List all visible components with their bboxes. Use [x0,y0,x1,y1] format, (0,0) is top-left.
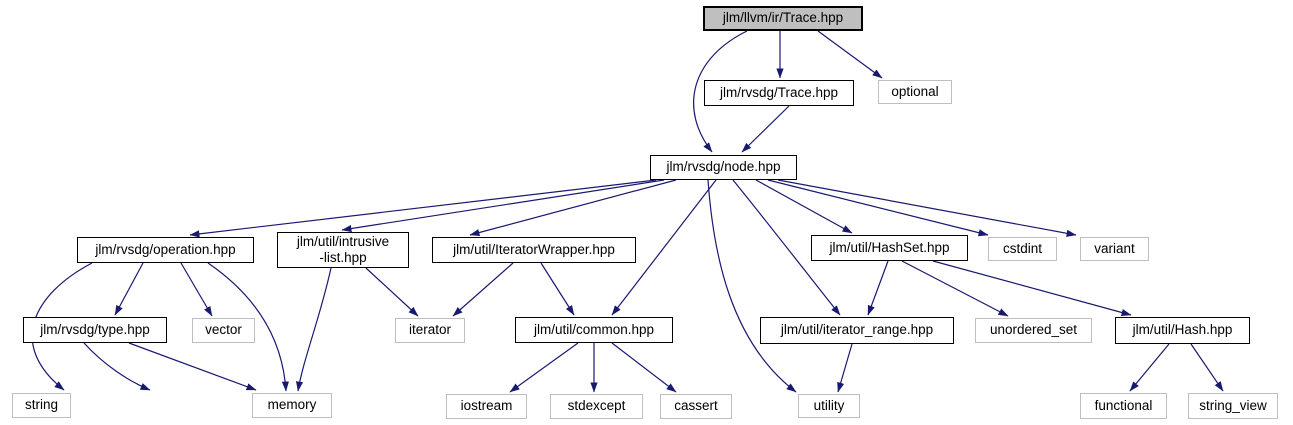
edge-node-to-common [611,179,717,316]
edge-node-to-utility [707,179,797,393]
graph-node-unordered-set: unordered_set [975,318,1092,343]
graph-node-cassert: cassert [660,394,732,419]
graph-node-jlm-rvsdg-operation-hpp[interactable]: jlm/rvsdg/operation.hpp [77,237,254,263]
edge-intrusive-list-to-memory [295,267,332,392]
graph-node-jlm-rvsdg-trace-hpp[interactable]: jlm/rvsdg/Trace.hpp [704,80,854,106]
edge-type-to-memory [128,342,257,391]
graph-node-string-view: string_view [1188,393,1278,419]
edge-operation-to-type [114,262,144,316]
edge-trace-llvm-to-optional [817,30,883,79]
edge-intrusive-list-to-iterator [365,267,419,317]
edge-hashset-to-iterator-range [867,260,889,316]
graph-node-jlm-util-intrusive-list-hpp[interactable]: jlm/util/intrusive -list.hpp [277,232,409,268]
edge-hashset-to-unordered-set [901,260,1009,317]
graph-node-jlm-util-hashset-hpp[interactable]: jlm/util/HashSet.hpp [811,235,968,261]
graph-node-jlm-rvsdg-node-hpp[interactable]: jlm/rvsdg/node.hpp [650,155,797,180]
edge-node-to-iterator-wrapper [469,179,677,237]
graph-node-cstdint: cstdint [988,237,1057,261]
edge-iterator-range-to-utility [837,343,853,393]
graph-node-jlm-rvsdg-type-hpp[interactable]: jlm/rvsdg/type.hpp [23,317,167,343]
graph-node-vector: vector [192,318,255,343]
edge-node-to-intrusive-list [341,179,665,233]
edge-node-to-cstdint [767,179,989,237]
graph-node-iostream: iostream [446,394,527,419]
edge-hashset-to-hash [932,260,1132,316]
graph-node-iterator: iterator [395,318,465,343]
graph-node-jlm-util-hash-hpp[interactable]: jlm/util/Hash.hpp [1115,317,1250,344]
edge-iterator-wrapper-to-iterator [452,262,514,317]
edge-node-to-variant [777,179,1077,237]
edge-iterator-wrapper-to-common [540,262,575,316]
edge-common-to-iostream [509,342,579,393]
graph-node-stdexcept: stdexcept [550,394,643,419]
edge-type-to-string [83,342,151,391]
graph-node-jlm-util-common-hpp[interactable]: jlm/util/common.hpp [515,317,673,343]
graph-node-utility: utility [798,394,860,418]
edge-hash-to-functional [1129,343,1170,392]
graph-node-memory: memory [252,393,332,418]
graph-node-string: string [12,393,71,418]
edge-trace-llvm-to-node [693,30,748,153]
graph-node-optional: optional [878,80,952,104]
edge-node-to-hashset [755,179,853,234]
edge-common-to-cassert [611,342,677,393]
graph-node-functional: functional [1080,393,1167,419]
graph-node-variant: variant [1080,237,1149,261]
graph-node-jlm-util-iteratorwrapper-hpp[interactable]: jlm/util/IteratorWrapper.hpp [432,237,636,263]
graph-node-jlm-llvm-ir-trace-hpp: jlm/llvm/ir/Trace.hpp [703,6,863,31]
edge-operation-to-vector [180,262,213,317]
edge-hash-to-string-view [1190,343,1224,392]
edge-node-to-iterator-range [732,179,841,316]
edge-node-to-operation [189,179,657,238]
edge-operation-to-memory [207,262,289,392]
edge-trace-rvsdg-to-node [741,105,790,153]
graph-node-jlm-util-iterator-range-hpp[interactable]: jlm/util/iterator_range.hpp [760,317,954,344]
